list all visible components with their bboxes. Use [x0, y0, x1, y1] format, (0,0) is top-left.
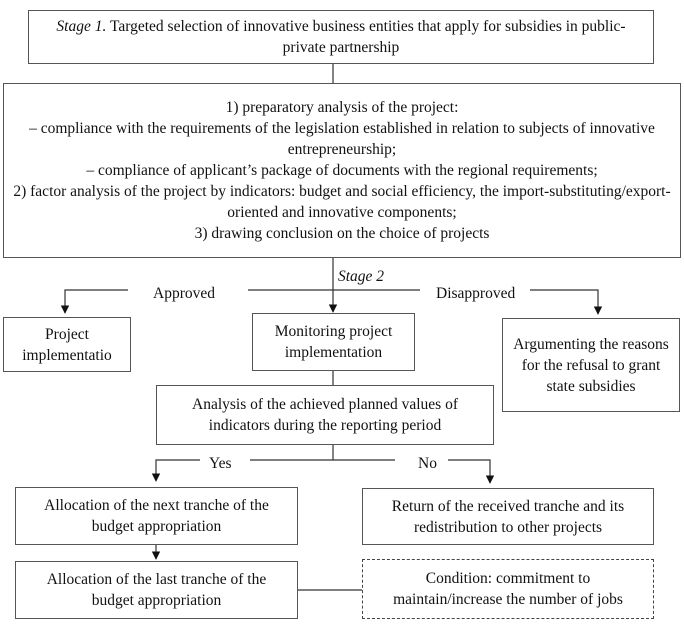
stage1-title: Stage 1. [56, 18, 107, 35]
analysis-line-2: – compliance with the requirements of th… [29, 120, 655, 158]
achieved-values-text: Analysis of the achieved planned values … [192, 396, 458, 434]
yes-label: Yes [209, 454, 232, 474]
achieved-values-box: Analysis of the achieved planned values … [156, 385, 494, 445]
last-tranche-box: Allocation of the last tranche of the bu… [15, 561, 298, 619]
condition-text: Condition: commitment to maintain/increa… [393, 570, 623, 608]
disapproved-label: Disapproved [436, 284, 516, 304]
arrow-disapproved [530, 289, 603, 315]
return-tranche-box: Return of the received tranche and its r… [362, 488, 654, 545]
project-implementation-text: Project implementatio [22, 325, 112, 364]
stage1-text: Targeted selection of innovative busines… [106, 18, 626, 56]
analysis-line-5: 3) drawing conclusion on the choice of p… [194, 225, 490, 242]
monitoring-text: Monitoring project implementation [274, 323, 393, 361]
condition-box: Condition: commitment to maintain/increa… [362, 559, 654, 619]
project-implementation-box: Project implementatio [3, 317, 131, 372]
next-tranche-box: Allocation of the next tranche of the bu… [15, 487, 298, 545]
stage2-label: Stage 2 [338, 268, 385, 285]
refusal-box: Argumenting the reasons for the refusal … [502, 318, 680, 412]
monitoring-box: Monitoring project implementation [252, 313, 415, 371]
no-label: No [418, 454, 437, 474]
return-tranche-text: Return of the received tranche and its r… [391, 497, 625, 536]
refusal-text: Argumenting the reasons for the refusal … [513, 335, 669, 395]
analysis-line-4: 2) factor analysis of the project by ind… [13, 183, 671, 221]
analysis-line-1: 1) preparatory analysis of the project: [225, 99, 459, 116]
arrow-approved [60, 289, 128, 314]
arrow-no [448, 459, 495, 484]
project-analysis-box: 1) preparatory analysis of the project: … [3, 83, 681, 258]
analysis-line-3: – compliance of applicant’s package of d… [86, 162, 598, 179]
arrow-yes [151, 459, 200, 482]
stage1-box: Stage 1. Targeted selection of innovativ… [28, 10, 654, 64]
last-tranche-text: Allocation of the last tranche of the bu… [46, 571, 267, 609]
approved-label: Approved [153, 284, 215, 304]
next-tranche-text: Allocation of the next tranche of the bu… [44, 497, 269, 535]
